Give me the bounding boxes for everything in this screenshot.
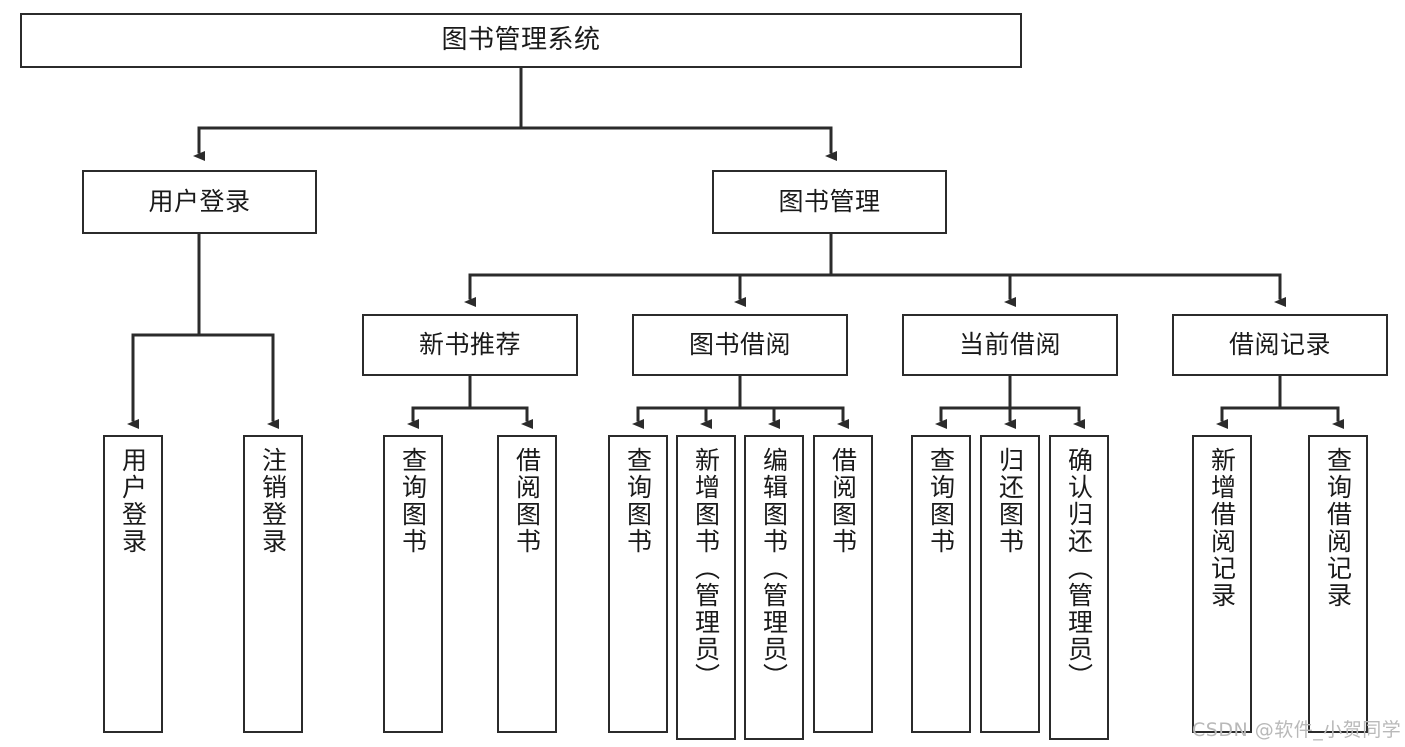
- csdn-watermark: CSDN @软件_小贺同学: [1192, 719, 1402, 741]
- node-label: 用户登录: [148, 187, 251, 216]
- node-leaf-return-book[interactable]: 归还图书: [980, 435, 1040, 733]
- node-leaf-add-record[interactable]: 新增借阅记录: [1192, 435, 1252, 733]
- node-label: 注销登录: [258, 447, 288, 555]
- node-label: 新书推荐: [418, 330, 521, 359]
- node-label: 查询图书: [398, 447, 428, 555]
- node-book-manage[interactable]: 图书管理: [712, 170, 947, 234]
- node-label: 借阅图书: [512, 447, 542, 555]
- node-leaf-query-record[interactable]: 查询借阅记录: [1308, 435, 1368, 733]
- node-root-system[interactable]: 图书管理系统: [20, 13, 1022, 68]
- node-label: 新增图书（管理员）: [691, 447, 721, 690]
- node-label: 借阅图书: [828, 447, 858, 555]
- node-label: 图书管理: [778, 187, 881, 216]
- node-leaf-borrow-book-1[interactable]: 借阅图书: [497, 435, 557, 733]
- node-book-borrow[interactable]: 图书借阅: [632, 314, 848, 376]
- node-leaf-borrow-book-2[interactable]: 借阅图书: [813, 435, 873, 733]
- node-new-book-rec[interactable]: 新书推荐: [362, 314, 578, 376]
- node-label: 用户登录: [118, 447, 148, 555]
- node-label: 当前借阅: [958, 330, 1061, 359]
- node-label: 图书借阅: [688, 330, 791, 359]
- node-label: 借阅记录: [1228, 330, 1331, 359]
- node-leaf-edit-book[interactable]: 编辑图书（管理员）: [744, 435, 804, 740]
- node-label: 查询借阅记录: [1323, 447, 1353, 609]
- node-leaf-query-book-2[interactable]: 查询图书: [608, 435, 668, 733]
- node-label: 查询图书: [623, 447, 653, 555]
- node-label: 编辑图书（管理员）: [759, 447, 789, 690]
- node-leaf-logout-login[interactable]: 注销登录: [243, 435, 303, 733]
- node-label: 归还图书: [995, 447, 1025, 555]
- node-label: 新增借阅记录: [1207, 447, 1237, 609]
- node-label: 查询图书: [926, 447, 956, 555]
- node-current-borrow[interactable]: 当前借阅: [902, 314, 1118, 376]
- node-leaf-add-book[interactable]: 新增图书（管理员）: [676, 435, 736, 740]
- node-borrow-record[interactable]: 借阅记录: [1172, 314, 1388, 376]
- node-user-login[interactable]: 用户登录: [82, 170, 317, 234]
- node-label: 确认归还（管理员）: [1064, 447, 1094, 690]
- node-leaf-confirm-return[interactable]: 确认归还（管理员）: [1049, 435, 1109, 740]
- node-leaf-query-book-1[interactable]: 查询图书: [383, 435, 443, 733]
- node-leaf-query-book-3[interactable]: 查询图书: [911, 435, 971, 733]
- node-label: 图书管理系统: [441, 24, 601, 55]
- node-leaf-user-login[interactable]: 用户登录: [103, 435, 163, 733]
